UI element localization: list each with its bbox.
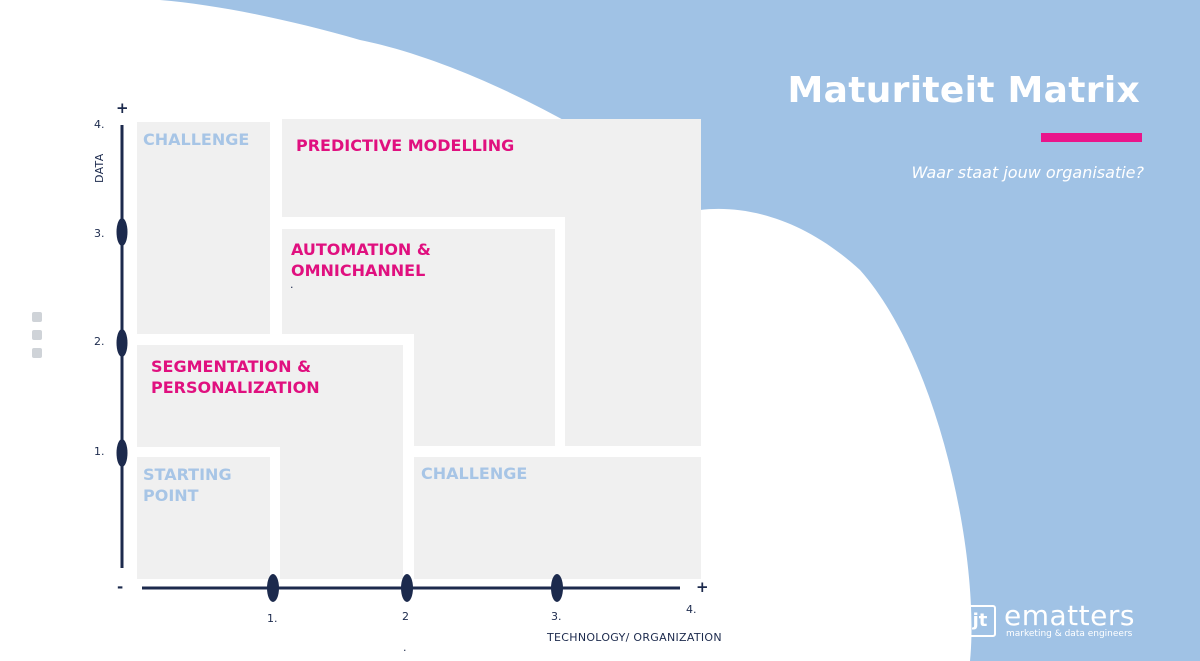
y-axis-marker-1 — [116, 439, 128, 467]
small-mark: . — [290, 278, 294, 291]
block-starting-point — [137, 457, 270, 579]
block-label-segmentation-personalization: SEGMENTATION & PERSONALIZATION — [151, 357, 320, 397]
x-axis-marker-3 — [551, 574, 563, 602]
block-predictive-modelling — [282, 119, 701, 446]
y-tick-3: 3. — [94, 227, 105, 240]
x-tick-1: 1. — [267, 612, 278, 625]
y-tick-4: 4. — [94, 118, 105, 131]
handle-dot — [32, 312, 42, 322]
y-axis-minus: - — [117, 578, 124, 596]
block-challenge-top-left — [137, 122, 270, 334]
x-axis-small-mark: . — [403, 641, 407, 654]
block-segmentation-personalization — [137, 345, 403, 579]
x-tick-2: 2 — [402, 610, 409, 623]
block-label-starting-point: STARTING POINT — [143, 465, 232, 505]
block-label-challenge-top-left: CHALLENGE — [143, 130, 250, 149]
x-tick-3: 3. — [551, 610, 562, 623]
y-axis-marker-2 — [116, 329, 128, 357]
logo-name: ematters — [1004, 599, 1135, 632]
title-accent-bar — [1041, 133, 1142, 142]
y-axis-marker-3 — [116, 218, 128, 246]
block-automation-omnichannel — [282, 229, 555, 446]
logo-mark-icon: jt — [964, 605, 996, 637]
x-axis-marker-2 — [401, 574, 413, 602]
x-axis-marker-1 — [267, 574, 279, 602]
block-label-challenge-bottom-right: CHALLENGE — [421, 464, 528, 483]
handle-dot — [32, 348, 42, 358]
page-title: Maturiteit Matrix — [787, 70, 1140, 111]
x-axis-title: TECHNOLOGY/ ORGANIZATION — [547, 631, 722, 644]
logo-tagline: marketing & data engineers — [1006, 629, 1133, 639]
y-axis-plus: + — [116, 99, 129, 117]
y-tick-2: 2. — [94, 335, 105, 348]
page-subtitle: Waar staat jouw organisatie? — [911, 163, 1144, 182]
block-label-automation-omnichannel: AUTOMATION & OMNICHANNEL — [291, 240, 431, 280]
x-axis-plus: + — [696, 578, 709, 596]
block-challenge-bottom-right — [414, 457, 701, 579]
x-tick-4: 4. — [686, 603, 697, 616]
y-tick-1: 1. — [94, 445, 105, 458]
background-blue-shape — [160, 0, 1200, 661]
block-label-predictive-modelling: PREDICTIVE MODELLING — [296, 136, 515, 155]
handle-dot — [32, 330, 42, 340]
y-axis-title: DATA — [93, 153, 106, 183]
